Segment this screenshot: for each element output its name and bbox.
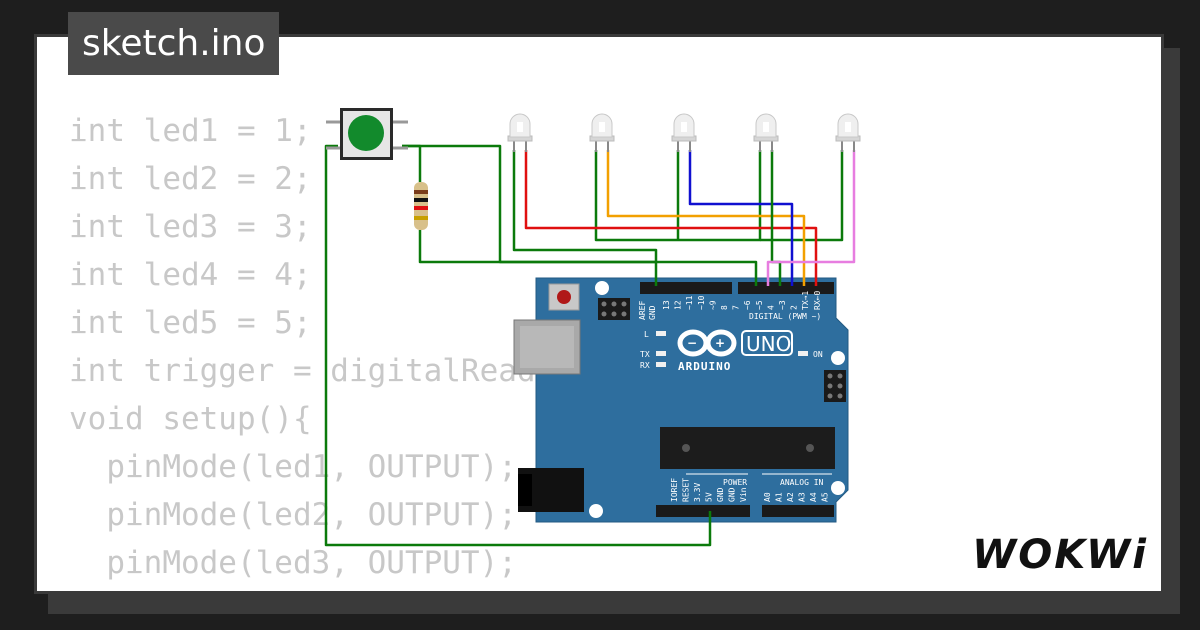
logo-plus: +: [715, 336, 725, 350]
pin-label: A5: [821, 492, 830, 502]
wokwi-logo: WOKWi: [972, 532, 1148, 578]
pin-label: 7: [732, 305, 741, 310]
icsp-header-right: [824, 370, 846, 402]
usb-port-inner: [520, 326, 574, 368]
pin-label: 4: [766, 305, 775, 310]
arduino-brand: ARDUINO: [678, 360, 731, 373]
code-preview: int led1 = 1; int led2 = 2; int led3 = 3; i…: [69, 107, 610, 591]
power-header: [656, 505, 750, 517]
led-rx-indicator: [656, 362, 666, 367]
arduino-logo-icon: [677, 329, 737, 357]
wire-led3-anode[interactable]: [688, 150, 794, 286]
pin-label: A0: [763, 492, 772, 502]
uno-model: UNO: [746, 332, 791, 356]
code-line: int led4 = 4;: [69, 257, 312, 293]
pin-label: A4: [809, 492, 818, 502]
pin-label: 8: [720, 305, 729, 310]
led-3[interactable]: [671, 113, 697, 152]
led-group: [507, 113, 861, 152]
pin-label: 3.3V: [693, 483, 702, 502]
led-tx-indicator: [656, 351, 666, 356]
mounting-hole: [831, 481, 845, 495]
pin-label: ~10: [697, 295, 706, 310]
led-rx-label: RX: [640, 361, 650, 370]
led-l-indicator: [656, 331, 666, 336]
wire-led1-gnd[interactable]: [512, 150, 658, 286]
code-line: int led1 = 1;: [69, 113, 312, 149]
mounting-hole: [831, 351, 845, 365]
digital-header: [640, 282, 834, 294]
file-tab[interactable]: sketch.ino: [68, 12, 280, 75]
atmega-chip: [660, 427, 835, 469]
pushbutton[interactable]: [326, 108, 408, 160]
led-on-label: ON: [813, 350, 823, 359]
wire-led1-anode[interactable]: [524, 150, 818, 286]
code-line: pinMode(led1, OUTPUT);: [69, 449, 517, 485]
digital-header-label: DIGITAL (PWM ~): [749, 312, 821, 321]
analog-header: [762, 505, 834, 517]
logo-minus: −: [687, 336, 697, 350]
wires: [324, 144, 856, 547]
pin-label: 5V: [705, 492, 714, 502]
led-on-indicator: [798, 351, 808, 356]
led-tx-label: TX: [640, 350, 650, 359]
power-label: POWER: [723, 478, 747, 487]
code-line: pinMode(led2, OUTPUT);: [69, 497, 517, 533]
wire-button-to-resistor[interactable]: [402, 144, 422, 182]
icsp-header: [598, 298, 630, 320]
mounting-hole: [595, 281, 609, 295]
aref-pin-label: AREF: [638, 301, 647, 320]
pin-label: GND: [728, 487, 737, 502]
wire-led2-anode[interactable]: [606, 150, 806, 286]
wire-led4-anode[interactable]: [770, 150, 782, 286]
wire-led5-gnd[interactable]: [760, 150, 844, 242]
wire-led4-gnd[interactable]: [656, 150, 762, 242]
resistor: [414, 182, 428, 230]
led-1[interactable]: [507, 113, 533, 152]
code-line: int led2 = 2;: [69, 161, 312, 197]
pin-label: Vin: [739, 487, 748, 502]
pin-label: IOREF: [670, 478, 679, 502]
uno-badge: [741, 330, 793, 356]
pin-label: A1: [775, 492, 784, 502]
pin-label: ~11: [685, 295, 694, 310]
gnd-pin-label: GND: [648, 305, 657, 320]
code-line: void setup(){: [69, 401, 312, 437]
pin-label: 2: [790, 305, 799, 310]
pin-label: ~9: [708, 300, 717, 310]
led-5[interactable]: [835, 113, 861, 152]
wire-resistor-to-gnd[interactable]: [418, 230, 656, 264]
wire-led5-anode[interactable]: [766, 150, 856, 286]
pin-label: ~6: [743, 300, 752, 310]
led-l-label: L: [644, 330, 649, 339]
pin-label: ~3: [778, 300, 787, 310]
code-line: int led3 = 3;: [69, 209, 312, 245]
analog-label: ANALOG IN: [780, 478, 824, 487]
wire-led2-gnd[interactable]: [594, 150, 656, 242]
wire-button-to-5v[interactable]: [324, 144, 712, 547]
pin-label: TX→1: [801, 291, 810, 310]
pushbutton-cap[interactable]: [348, 115, 384, 151]
pin-label: GND: [716, 487, 725, 502]
power-jack-front: [518, 474, 532, 506]
pin-label: 12: [674, 300, 683, 310]
pin-label: A2: [786, 492, 795, 502]
code-line: pinMode(led3, OUTPUT);: [69, 545, 517, 581]
led-2[interactable]: [589, 113, 615, 152]
led-4[interactable]: [753, 113, 779, 152]
pin-label: RESET: [682, 478, 691, 502]
code-line: int led5 = 5;: [69, 305, 312, 341]
pin-label: ~5: [755, 300, 764, 310]
pin-label: RX←0: [813, 291, 822, 310]
pin-label: 13: [662, 300, 671, 310]
pin-label: A3: [798, 492, 807, 502]
mounting-hole: [589, 504, 603, 518]
reset-button[interactable]: [557, 290, 571, 304]
